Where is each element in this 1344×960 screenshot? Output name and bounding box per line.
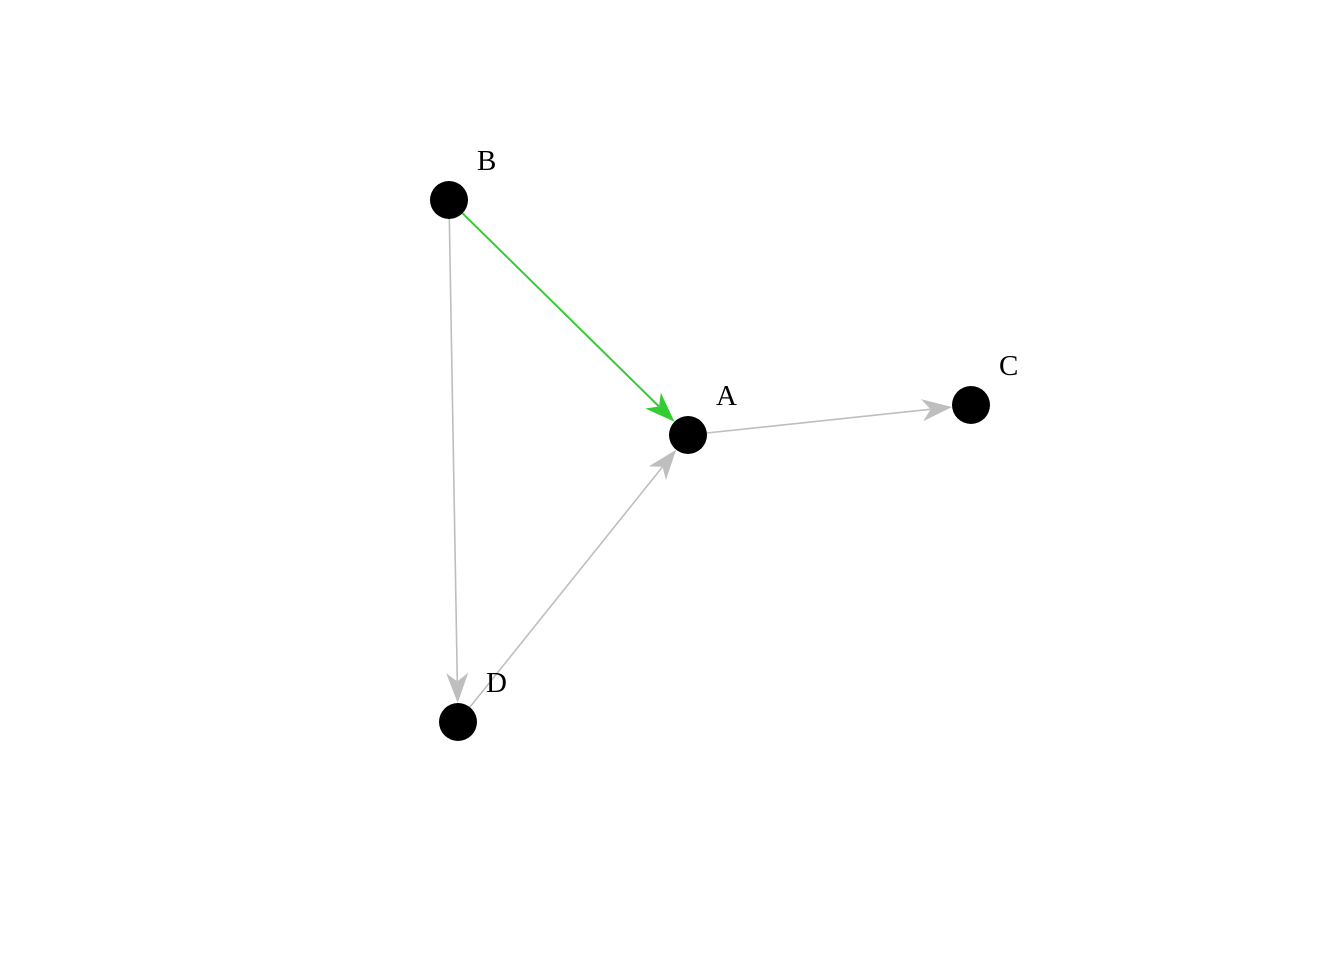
edge-arrowhead	[446, 672, 469, 703]
edge-D-A	[469, 449, 677, 708]
edge-line	[461, 212, 660, 407]
node-layer	[430, 181, 990, 741]
node-C	[952, 386, 990, 424]
edge-arrowhead	[648, 449, 677, 481]
node-D	[439, 703, 477, 741]
edge-line	[706, 408, 931, 434]
edge-A-C	[706, 399, 953, 434]
node-label-B: B	[477, 145, 496, 177]
label-layer: A B C D	[477, 145, 1018, 699]
edge-B-D	[446, 218, 469, 703]
edge-arrowhead	[921, 399, 953, 422]
node-label-C: C	[999, 350, 1018, 382]
edge-B-A	[461, 212, 675, 422]
node-B	[430, 181, 468, 219]
node-label-A: A	[716, 380, 737, 412]
edge-layer	[446, 212, 953, 708]
node-A	[669, 416, 707, 454]
edge-line	[448, 218, 459, 682]
node-label-D: D	[486, 667, 507, 699]
edge-arrowhead	[645, 392, 675, 422]
edge-line	[469, 466, 663, 708]
